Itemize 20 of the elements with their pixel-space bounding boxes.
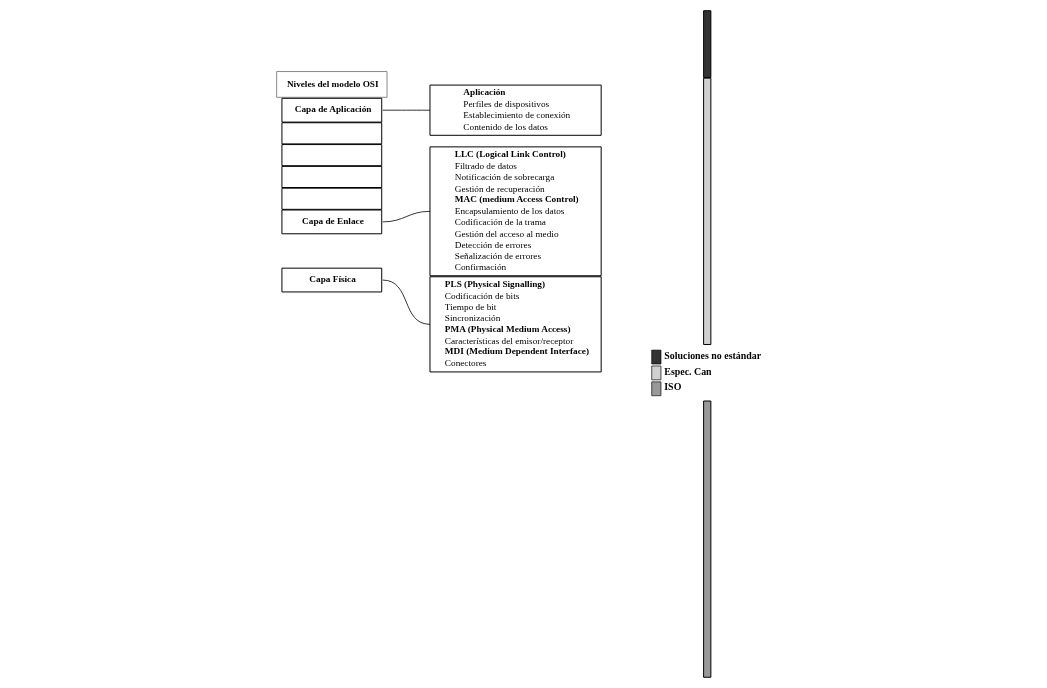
node-box: [281, 165, 383, 189]
legend-label: Espec. Can: [664, 365, 712, 377]
node-box: [281, 144, 383, 167]
connector: [382, 210, 431, 223]
node-box: Aplicación Perfiles de dispositivos Establecimiento de conexión Contenido de los datos: [429, 84, 602, 136]
node-box: [281, 187, 383, 210]
node-bar: [703, 10, 712, 78]
node-box: Niveles del modelo OSI: [276, 71, 388, 98]
connector: [382, 279, 431, 325]
node-box: [281, 122, 383, 145]
node-box: LLC (Logical Link Control) Filtrado de datos Notificación de sobrecarga Gestión de recuperación MAC (medium Access Control) Encapsulamiento de los datos Codificación de la trama Gestión del acceso al medio Detección de errores Señalización de errores Confirmación: [429, 146, 602, 277]
node-box: Capa de Enlace: [281, 209, 383, 235]
legend-label: ISO: [664, 381, 682, 393]
node-bar: [703, 400, 712, 678]
connector: [382, 109, 431, 111]
legend-label: Soluciones no estándar: [664, 349, 762, 361]
node-box: Capa Física: [281, 267, 383, 293]
node-box: PLS (Physical Signalling) Codificación de bits Tiempo de bit Sincronización PMA (Physical Medium Access) Características del emisor/receptor MDI (Medium Dependent Interface) Conectores: [429, 276, 602, 373]
node-box: Capa de Aplicación: [281, 97, 383, 123]
node-bar: [703, 77, 712, 345]
